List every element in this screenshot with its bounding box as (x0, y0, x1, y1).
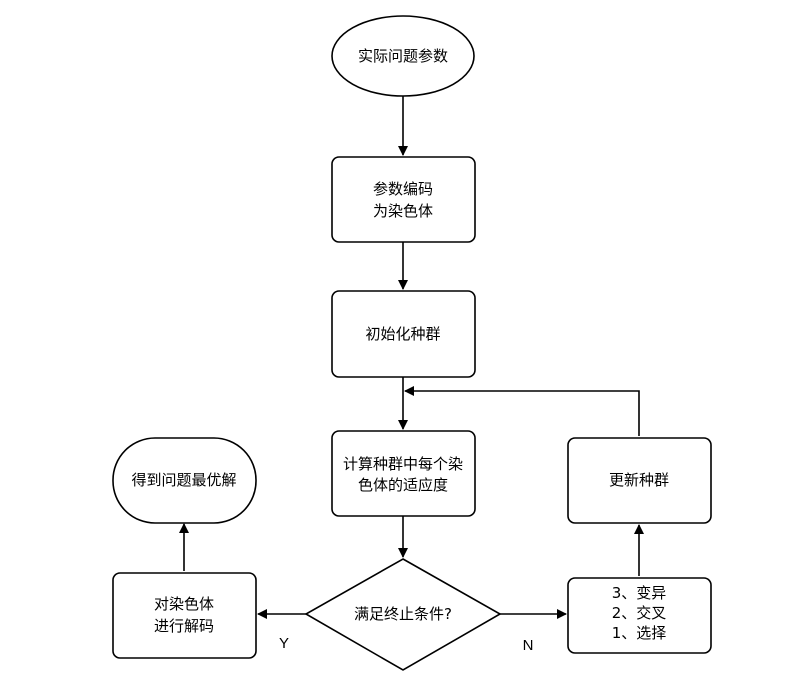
node-result-label: 得到问题最优解 (131, 471, 236, 489)
node-fitness-label-line2: 色体的适应度 (358, 476, 448, 494)
node-start-label: 实际问题参数 (358, 47, 448, 65)
node-update-label: 更新种群 (609, 471, 669, 489)
node-encode-label-line2: 为染色体 (373, 202, 433, 220)
node-decode: 对染色体 进行解码 (112, 572, 257, 659)
node-ops-label-line2: 2、交叉 (612, 604, 667, 622)
node-update: 更新种群 (567, 437, 712, 524)
node-encode: 参数编码 为染色体 (331, 156, 476, 243)
node-init: 初始化种群 (331, 290, 476, 378)
node-decode-label-line2: 进行解码 (154, 617, 214, 635)
node-ops-label-line1: 3、变异 (612, 584, 667, 602)
edge-label-yes: Y (279, 635, 289, 652)
node-result: 得到问题最优解 (112, 437, 257, 524)
node-ops-label-line3: 1、选择 (612, 624, 667, 642)
node-ops: 3、变异 2、交叉 1、选择 (567, 577, 712, 654)
node-condition-label: 满足终止条件? (354, 605, 452, 623)
node-decode-label-line1: 对染色体 (154, 595, 214, 613)
node-condition: 满足终止条件? (304, 558, 502, 671)
node-init-label: 初始化种群 (365, 325, 440, 343)
node-encode-label-line1: 参数编码 (373, 180, 433, 198)
node-start: 实际问题参数 (331, 15, 475, 97)
node-fitness-label-line1: 计算种群中每个染 (343, 455, 463, 473)
edges (179, 96, 644, 619)
node-fitness: 计算种群中每个染 色体的适应度 (331, 430, 476, 517)
edge-label-no: N (523, 637, 534, 654)
edge-update-to-fitness-loop (404, 386, 640, 436)
